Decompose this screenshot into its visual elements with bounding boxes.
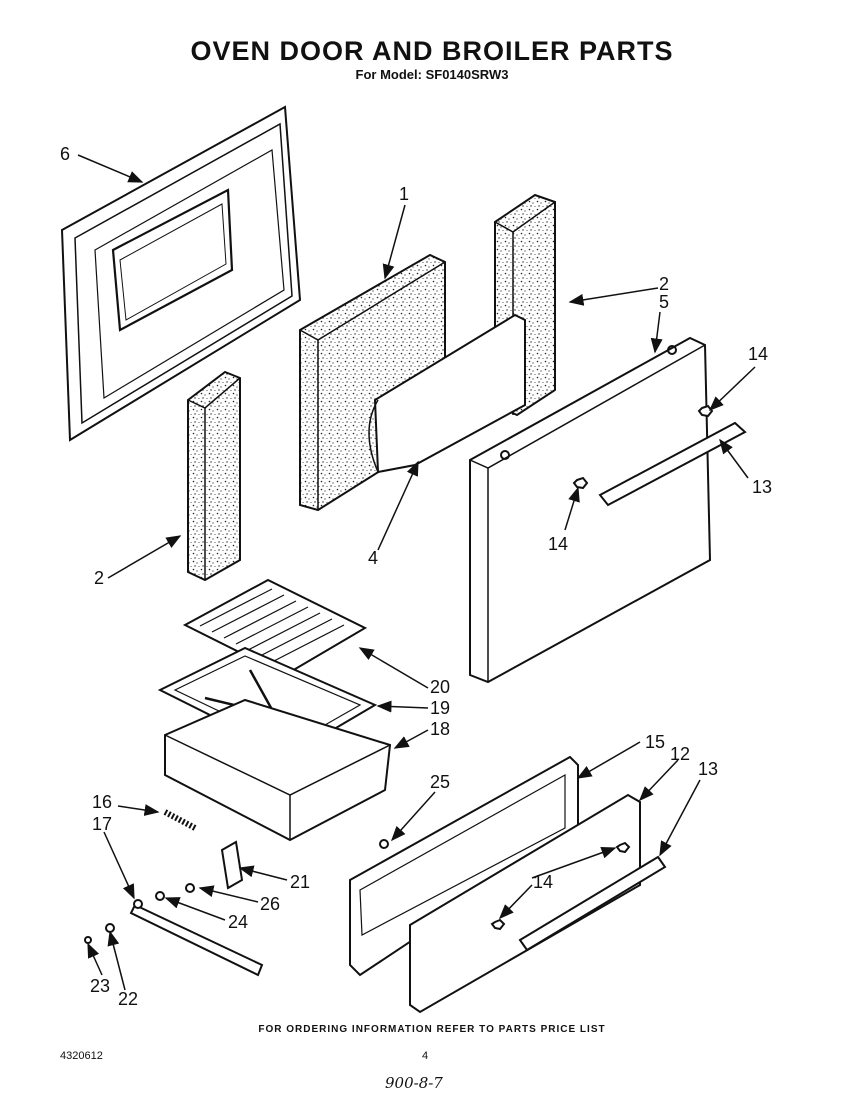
insulation-strip-lower xyxy=(187,370,241,582)
callout-22: 22 xyxy=(118,989,138,1009)
callout-6: 6 xyxy=(60,144,70,164)
bracket xyxy=(220,840,244,890)
callout-14-lower: 14 xyxy=(533,872,553,892)
doc-number: 4320612 xyxy=(60,1050,103,1062)
broiler-pan xyxy=(164,698,392,842)
broiler-slide-rail xyxy=(129,903,264,977)
door-handle-lower xyxy=(518,855,667,952)
handle-screws-lower xyxy=(490,841,631,931)
screw-25 xyxy=(379,839,389,849)
callout-17: 17 xyxy=(92,814,112,834)
callout-13-lower: 13 xyxy=(698,759,718,779)
callout-23: 23 xyxy=(90,976,110,996)
callout-15: 15 xyxy=(645,732,665,752)
outer-door-panel xyxy=(469,336,712,684)
handle-screws-upper xyxy=(572,404,714,490)
handwritten-note: 900-8-7 xyxy=(385,1074,443,1092)
callout-2-lower: 2 xyxy=(94,568,104,588)
screw-26 xyxy=(185,883,195,893)
callout-4: 4 xyxy=(368,548,378,568)
callout-5: 5 xyxy=(659,292,669,312)
callout-26: 26 xyxy=(260,894,280,914)
spring xyxy=(163,809,197,831)
callout-25: 25 xyxy=(430,772,450,792)
callout-16: 16 xyxy=(92,792,112,812)
broiler-door-panel xyxy=(409,793,641,1014)
callout-1: 1 xyxy=(399,184,409,204)
callout-14-upper-left: 14 xyxy=(548,534,568,554)
page-number: 4 xyxy=(422,1050,429,1062)
callout-18: 18 xyxy=(430,719,450,739)
callout-12: 12 xyxy=(670,744,690,764)
ordering-note: FOR ORDERING INFORMATION REFER TO PARTS … xyxy=(258,1024,606,1035)
callout-14-upper-right: 14 xyxy=(748,344,768,364)
inner-door-panel xyxy=(60,105,302,442)
model-subtitle: For Model: SF0140SRW3 xyxy=(355,67,509,82)
callout-2-upper: 2 xyxy=(659,274,669,294)
callout-24: 24 xyxy=(228,912,248,932)
door-liner-sheet xyxy=(368,313,526,474)
leader-lines xyxy=(77,154,756,991)
callout-21: 21 xyxy=(290,872,310,892)
callout-20: 20 xyxy=(430,677,450,697)
page-title: OVEN DOOR AND BROILER PARTS xyxy=(190,36,674,66)
hardware-small-parts xyxy=(84,891,165,944)
callout-13-upper: 13 xyxy=(752,477,772,497)
door-handle-upper xyxy=(598,421,747,507)
callout-19: 19 xyxy=(430,698,450,718)
